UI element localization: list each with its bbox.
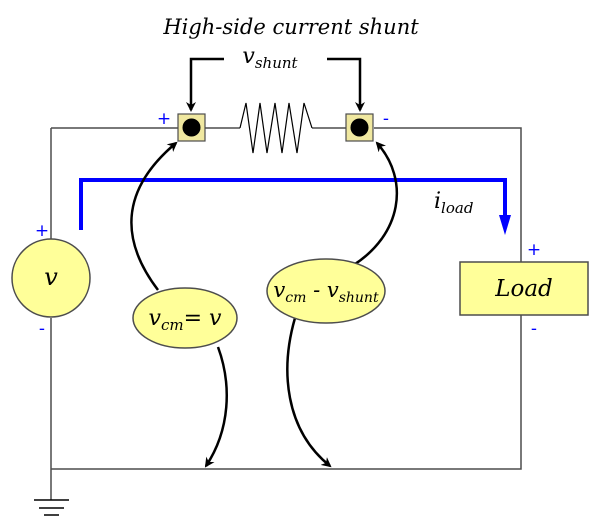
circuit-wires <box>50 127 522 500</box>
v-shunt-label: vshunt <box>242 44 298 72</box>
current-arrowhead <box>499 215 511 235</box>
shunt-minus-sign: - <box>383 109 389 129</box>
shunt-plus-pointer <box>186 57 224 112</box>
source-minus-sign: - <box>39 319 45 339</box>
vcm-arrow-to-plus-terminal <box>130 141 178 291</box>
vcm-shunt-arrow-to-ground-right <box>286 317 332 468</box>
shunt-terminal-minus <box>345 113 374 142</box>
current-arrow-path <box>79 178 507 230</box>
ground-symbol <box>34 499 69 516</box>
vcm-equals-v-label: vcm= v <box>149 306 222 334</box>
shunt-plus-sign: + <box>157 109 171 129</box>
i-load-label: iload <box>434 189 473 217</box>
vcm-shunt-arrow-to-minus-terminal <box>351 141 399 268</box>
source-plus-sign: + <box>35 221 49 241</box>
diagram-title: High-side current shunt <box>162 15 419 39</box>
shunt-minus-pointer <box>327 57 365 112</box>
shunt-resistor <box>239 102 313 154</box>
vcm-minus-vshunt-bubble <box>266 258 386 324</box>
load-label: Load <box>494 276 553 302</box>
vcm-equals-v-bubble <box>132 287 238 349</box>
shunt-terminal-plus <box>177 113 206 142</box>
load-plus-sign: + <box>527 240 541 260</box>
load-minus-sign: - <box>531 319 537 339</box>
source-label: v <box>44 263 58 291</box>
vcm-minus-vshunt-label: vcm - vshunt <box>273 278 379 306</box>
vcm-arrow-to-ground-left <box>204 346 228 468</box>
voltage-source <box>11 238 91 318</box>
load-box <box>459 261 589 316</box>
